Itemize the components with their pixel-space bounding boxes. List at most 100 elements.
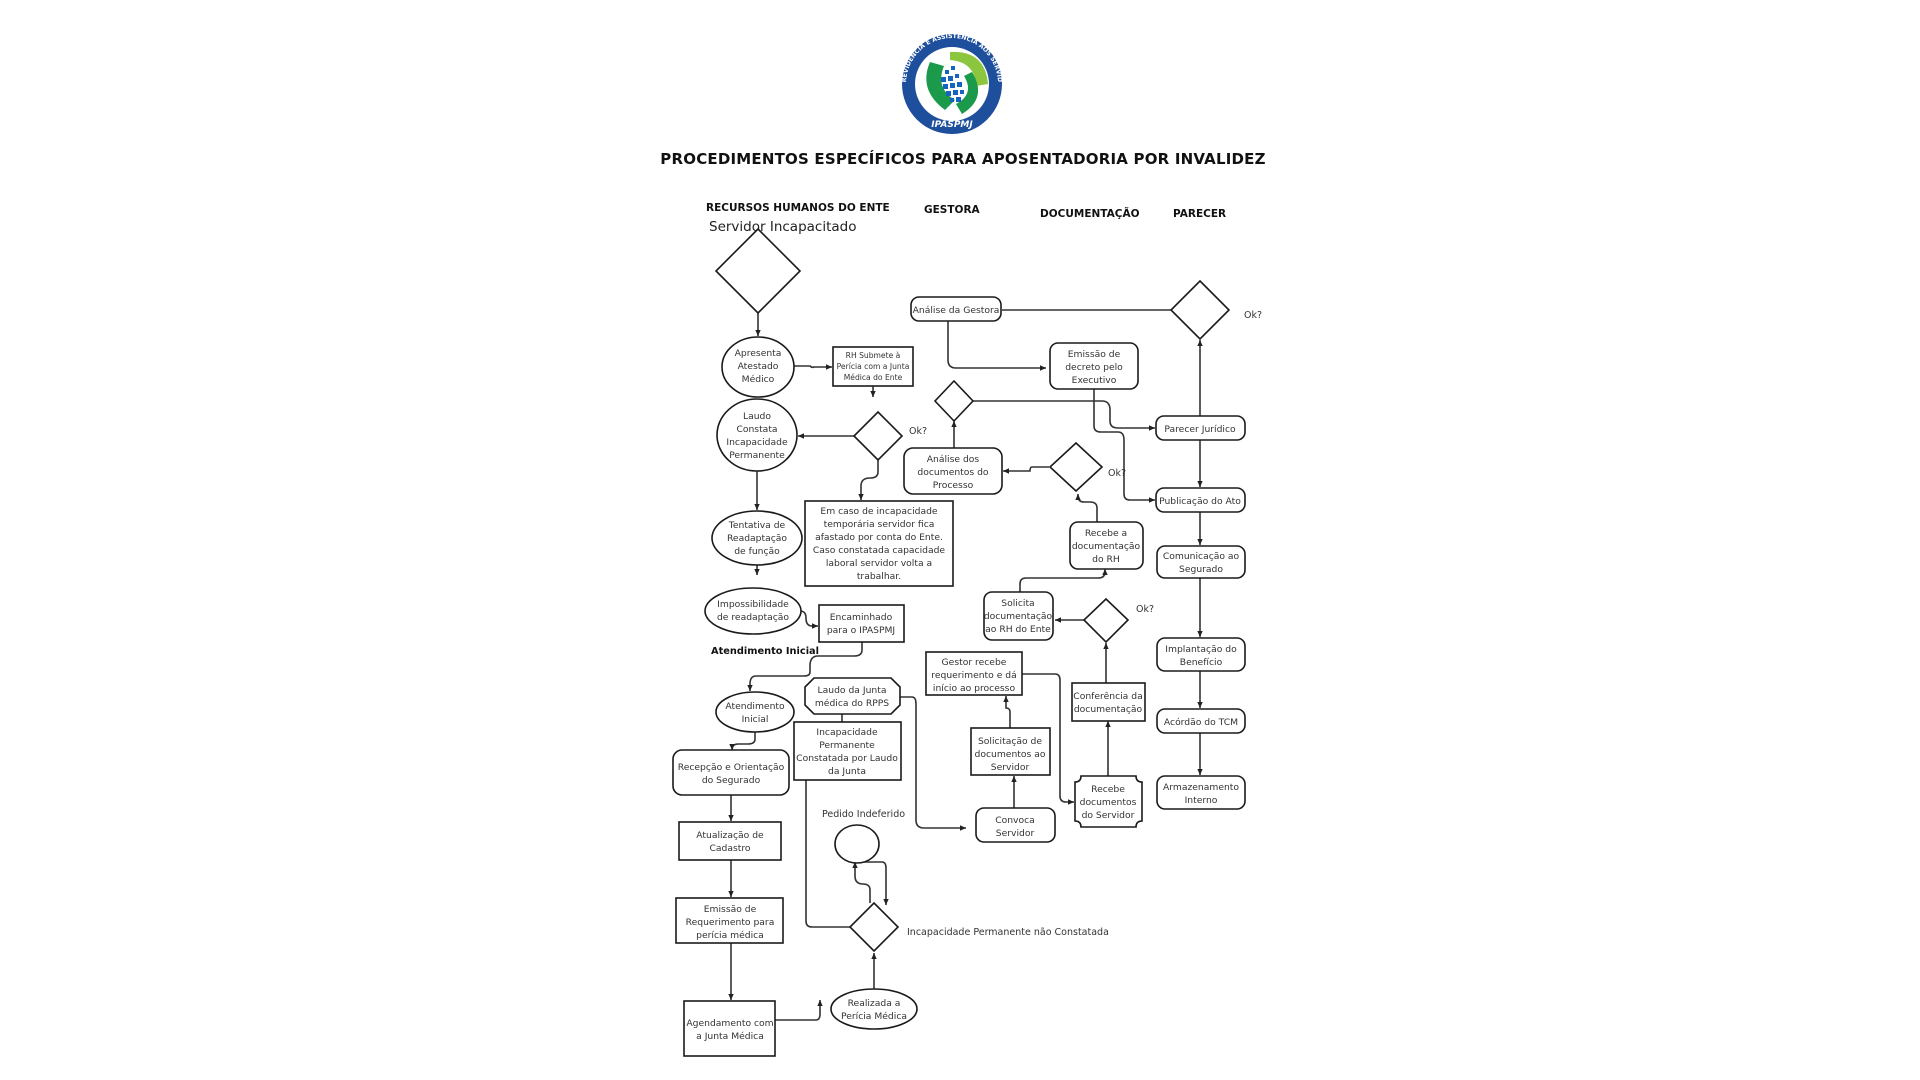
node-realizada-pericia[interactable]: Realizada a Perícia Médica	[830, 988, 918, 1030]
ok-label: Ok?	[909, 426, 927, 437]
node-text: Incapacidade	[816, 727, 878, 738]
connector	[862, 861, 889, 905]
logo-pixel-grid	[941, 66, 964, 102]
node-text: documentação	[1072, 541, 1141, 552]
node-atendimento-inicial[interactable]: Atendimento Inicial	[715, 691, 795, 733]
decision-conferencia-ok[interactable]	[1082, 597, 1130, 644]
node-recebe-documentacao-rh[interactable]: Recebe a documentação do RH	[1069, 521, 1144, 570]
node-parecer-juridico[interactable]: Parecer Jurídico	[1155, 415, 1246, 441]
connector	[1019, 569, 1108, 592]
ok-label: Ok?	[1244, 310, 1262, 321]
node-analise-gestora[interactable]: Análise da Gestora	[910, 296, 1002, 322]
node-text: RH Submete à	[846, 351, 901, 360]
decision-pericia-ok[interactable]	[852, 410, 904, 462]
lane-header-gestora: GESTORA	[924, 204, 980, 216]
node-text: Acórdão do TCM	[1164, 717, 1238, 728]
node-conferencia-documentacao[interactable]: Conferência da documentação	[1071, 682, 1146, 722]
node-comunicacao-segurado[interactable]: Comunicação ao Segurado	[1156, 545, 1246, 579]
node-text: Análise dos	[927, 454, 980, 465]
node-text: Executivo	[1072, 375, 1117, 386]
section-label-atendimento: Atendimento Inicial	[711, 646, 820, 657]
node-text: Em caso de incapacidade	[820, 506, 938, 517]
node-text: Recebe a	[1085, 528, 1127, 539]
node-text: documentação	[1074, 704, 1143, 715]
connector	[799, 610, 818, 629]
node-text: para o IPASPMJ	[827, 625, 895, 636]
node-recebe-documentos-servidor[interactable]: Recebe documentos do Servidor	[1074, 775, 1143, 828]
node-text: Comunicação ao	[1163, 551, 1240, 562]
page-title: PROCEDIMENTOS ESPECÍFICOS PARA APOSENTAD…	[660, 150, 1266, 168]
node-text: Atendimento	[725, 701, 785, 712]
node-recepcao-orientacao[interactable]: Recepção e Orientação do Segurado	[672, 749, 790, 796]
node-text: documentos do	[917, 467, 989, 478]
node-text: da Junta	[828, 766, 866, 777]
node-text: de função	[734, 546, 780, 557]
node-acordao-tcm[interactable]: Acórdão do TCM	[1156, 708, 1246, 734]
node-tentativa-readaptacao[interactable]: Tentativa de Readaptação de função	[711, 510, 803, 566]
logo-name: IPASPMJ	[931, 120, 973, 130]
node-text: trabalhar.	[857, 571, 901, 582]
node-em-caso-temporaria[interactable]: Em caso de incapacidade temporária servi…	[804, 500, 954, 587]
node-gestor-recebe[interactable]: Gestor recebe requerimento e dá início a…	[925, 651, 1023, 696]
connector	[1003, 466, 1049, 474]
connector	[947, 321, 1046, 371]
node-text: Agendamento com	[686, 1018, 773, 1029]
ipaspmj-logo: INSTITUTO DE PREVIDÊNCIA E ASSISTÊNCIA A…	[0, 0, 1003, 134]
node-analise-documentos[interactable]: Análise dos documentos do Processo	[903, 447, 1003, 495]
node-atualizacao-cadastro[interactable]: Atualização de Cadastro	[678, 821, 782, 861]
node-solicita-documentacao-rh[interactable]: Solicita documentação ao RH do Ente	[983, 591, 1054, 641]
node-text: a Junta Médica	[696, 1031, 764, 1042]
node-text: Atualização de	[696, 830, 764, 841]
decision-gestora[interactable]	[933, 379, 975, 423]
node-text: Emissão de	[1068, 349, 1121, 360]
node-text: Armazenamento	[1163, 782, 1239, 793]
node-text: Laudo da Junta	[818, 685, 887, 696]
node-text: Permanente	[819, 740, 875, 751]
node-text: afastado por conta do Ente.	[815, 532, 943, 543]
node-pedido-indeferido-terminal[interactable]	[834, 824, 880, 864]
pedido-indeferido-label: Pedido Indeferido	[822, 809, 905, 820]
node-text: Apresenta	[735, 348, 782, 359]
connector	[858, 460, 879, 500]
start-decision-diamond[interactable]	[714, 227, 802, 315]
connector	[1075, 494, 1098, 522]
node-publicacao-ato[interactable]: Publicação do Ato	[1155, 487, 1246, 513]
lane-header-parecer: PARECER	[1173, 208, 1227, 220]
node-solicitacao-documentos[interactable]: Solicitação de documentos ao Servidor	[970, 727, 1051, 776]
node-text: Requerimento para	[686, 917, 775, 928]
node-implantacao-beneficio[interactable]: Implantação do Benefício	[1156, 637, 1246, 672]
logo-lime-swoosh	[950, 51, 988, 86]
decision-pericia-resultado[interactable]	[848, 901, 900, 953]
lane-header-documentacao: DOCUMENTAÇÃO	[1040, 208, 1140, 220]
connector	[805, 780, 850, 928]
connectors	[728, 309, 1203, 1021]
node-rh-submete[interactable]: RH Submete à Perícia com a Junta Médica …	[832, 346, 914, 387]
node-text: Perícia com a Junta	[837, 362, 910, 371]
logo-green-swoosh	[926, 62, 955, 110]
node-impossibilidade[interactable]: Impossibilidade de readaptação	[704, 587, 802, 635]
node-text: decreto pelo	[1065, 362, 1123, 373]
node-text: Encaminhado	[830, 612, 893, 623]
node-apresenta-atestado[interactable]: Apresenta Atestado Médico	[721, 336, 795, 398]
node-text: Permanente	[729, 450, 785, 461]
node-emissao-decreto[interactable]: Emissão de decreto pelo Executivo	[1049, 342, 1139, 390]
node-armazenamento-interno[interactable]: Armazenamento Interno	[1156, 775, 1246, 810]
node-agendamento-junta[interactable]: Agendamento com a Junta Médica	[683, 1000, 776, 1057]
node-text: temporária servidor fica	[824, 519, 935, 530]
node-text: Emissão de	[704, 904, 757, 915]
node-text: de readaptação	[717, 612, 789, 623]
node-text: Servidor	[996, 828, 1035, 839]
node-encaminhado-ipaspmj[interactable]: Encaminhado para o IPASPMJ	[818, 604, 905, 643]
connector	[1022, 673, 1074, 805]
node-emissao-requerimento[interactable]: Emissão de Requerimento para perícia méd…	[675, 897, 784, 944]
decision-documentacao-ok[interactable]	[1048, 441, 1104, 493]
node-laudo-junta-rpps[interactable]: Laudo da Junta médica do RPPS	[804, 677, 901, 715]
decision-parecer-ok[interactable]	[1169, 279, 1231, 341]
node-text: Atestado	[738, 361, 779, 372]
node-text: do Servidor	[1082, 810, 1135, 821]
node-laudo-constata[interactable]: Laudo Constata Incapacidade Permanente	[716, 398, 798, 472]
node-incapacidade-constatada[interactable]: Incapacidade Permanente Constatada por L…	[793, 721, 902, 781]
connector	[900, 696, 966, 831]
node-convoca-servidor[interactable]: Convoca Servidor	[975, 807, 1056, 843]
node-start[interactable]	[714, 227, 802, 315]
